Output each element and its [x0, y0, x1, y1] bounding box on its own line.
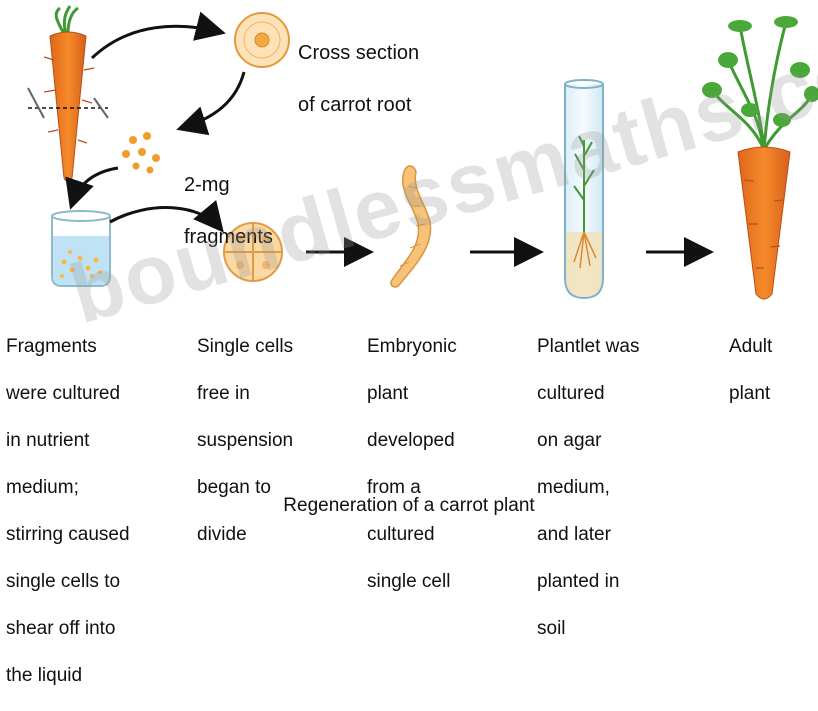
caption-line: planted in — [537, 570, 620, 592]
test-tube-icon — [564, 79, 604, 300]
caption-line: medium; — [6, 476, 79, 498]
caption-line: stirring caused — [6, 523, 130, 545]
arrow-beaker-to-cells — [109, 199, 224, 233]
caption-line: plant — [729, 382, 771, 404]
beaker-icon — [51, 210, 111, 287]
cross-section-label: Cross section of carrot root — [298, 14, 419, 144]
caption-line: began to — [197, 476, 271, 498]
caption-line: in nutrient — [6, 429, 90, 451]
embryo-icon — [390, 165, 432, 288]
caption-line: divide — [197, 523, 247, 545]
caption-line: Single cells — [197, 335, 294, 357]
caption-line: and later — [537, 523, 611, 545]
caption-adult-plant: Adult plant — [729, 311, 772, 429]
caption-plantlet: Plantlet was cultured on agar medium, an… — [537, 311, 639, 664]
caption-line: single cells to — [6, 570, 121, 592]
caption-line: plant — [367, 382, 409, 404]
caption-line: medium, — [537, 476, 610, 498]
caption-single-cells: Single cells free in suspension began to… — [197, 311, 293, 570]
fragments-label: 2-mg fragments — [184, 146, 273, 276]
caption-line: developed — [367, 429, 455, 451]
caption-line: on agar — [537, 429, 602, 451]
arrow-fragments-to-beaker — [65, 166, 119, 210]
caption-line: Plantlet was — [537, 335, 640, 357]
caption-line: Adult — [729, 335, 773, 357]
carrot-icon — [27, 5, 109, 183]
arrow-carrot-to-section — [90, 11, 226, 60]
arrow-section-to-fragments — [176, 71, 246, 136]
cross-section-icon — [234, 12, 290, 68]
caption-line: Embryonic — [367, 335, 457, 357]
caption-line: were cultured — [6, 382, 121, 404]
caption-line: cultured — [537, 382, 605, 404]
cross-section-label-line: of carrot root — [298, 94, 412, 116]
caption-line: soil — [537, 617, 566, 639]
caption-line: single cell — [367, 570, 451, 592]
diagram-canvas — [27, 5, 818, 300]
caption-line: free in — [197, 382, 250, 404]
caption-line: Fragments — [6, 335, 97, 357]
caption-line: suspension — [197, 429, 294, 451]
figure-title: Regeneration of a carrot plant — [283, 495, 535, 516]
fragments-label-line: fragments — [184, 226, 273, 248]
caption-line: the liquid — [6, 664, 83, 686]
fragments-label-line: 2-mg — [184, 174, 230, 196]
caption-line: cultured — [367, 523, 435, 545]
caption-line: from a — [367, 476, 421, 498]
arrows — [65, 11, 714, 267]
caption-line: shear off into — [6, 617, 116, 639]
fragments-icon — [122, 132, 160, 174]
adult-carrot-icon — [702, 16, 818, 300]
dividing-cell-icon — [223, 222, 283, 282]
caption-embryonic-plant: Embryonic plant developed from a culture… — [367, 311, 457, 617]
cross-section-label-line: Cross section — [298, 42, 420, 64]
